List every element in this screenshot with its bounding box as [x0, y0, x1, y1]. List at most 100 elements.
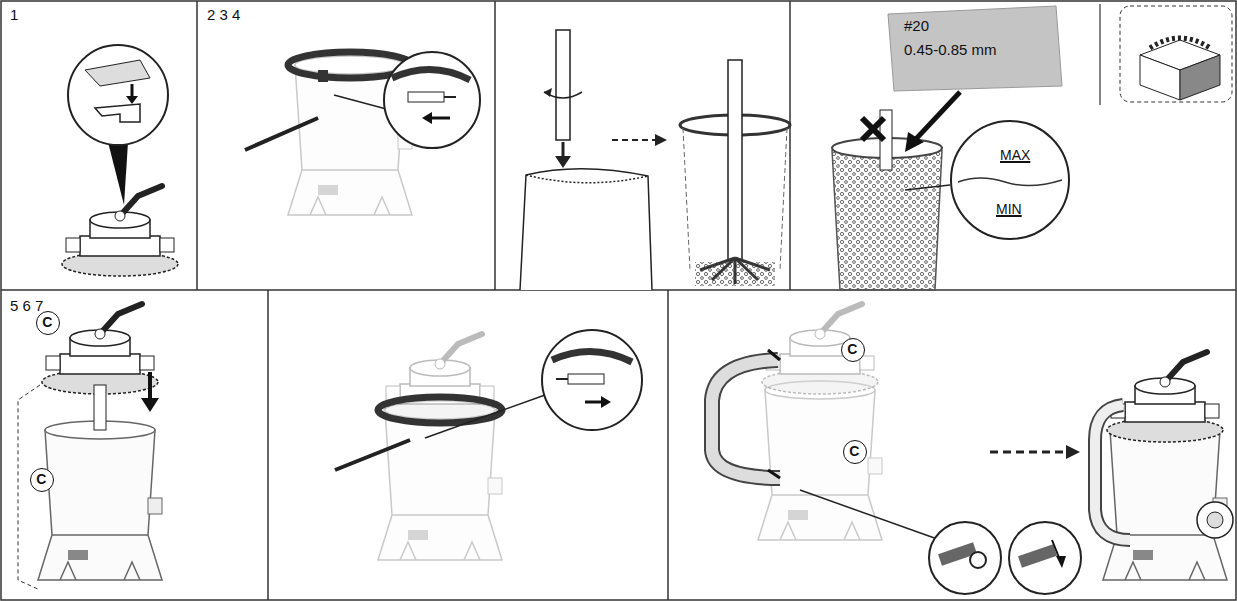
callout-circle: C	[841, 338, 865, 362]
clamp-removal-step-part	[245, 118, 318, 150]
clamp-removal-step-part	[408, 92, 444, 102]
hose-connect-step-part	[1103, 421, 1227, 580]
circle-outline	[950, 120, 1070, 240]
clamp-removal-step-part	[384, 52, 480, 148]
callout-letter: C	[42, 315, 52, 330]
clamp-fasten-step-part	[378, 397, 502, 423]
callout-circle: C	[30, 468, 54, 492]
water-level-line	[958, 178, 1062, 186]
hose-connect-step-part	[758, 381, 882, 540]
hose-connect-step-part	[712, 360, 780, 478]
lateral-pipe-step-part	[544, 88, 552, 97]
lateral-pipe-step-part	[520, 169, 652, 290]
bag-text: #20	[904, 18, 929, 35]
clamp-fasten-step-part	[585, 401, 603, 404]
hose-connect-step-part	[970, 552, 986, 568]
hose-connect-step-part	[768, 470, 780, 478]
hose-connect-step-part	[800, 490, 940, 540]
lateral-pipe-step-part	[556, 30, 570, 140]
lateral-pipe-step-part	[555, 156, 571, 168]
clamp-fasten-step-part	[568, 374, 604, 384]
valve-mount-step-part	[42, 304, 158, 394]
hose-connect-step-part	[1020, 550, 1055, 562]
sand-fill-step-part	[1150, 38, 1210, 48]
clamp-removal-step-part	[392, 69, 470, 80]
hose-connect-step-part	[1056, 556, 1066, 568]
panel-frame-part	[267, 290, 269, 600]
hose-connect-step-part	[1207, 512, 1223, 528]
sand-fill-step-part	[905, 185, 950, 190]
sand-fill-step-part	[1120, 6, 1232, 102]
lateral-pipe-step	[520, 30, 790, 290]
callout-circle: C	[36, 311, 60, 335]
clamp-removal-step-part	[334, 95, 390, 110]
panel-frame-part	[667, 290, 669, 600]
callout-circle: C	[843, 440, 867, 464]
level-mark: MAX	[1000, 148, 1030, 163]
valve-mount-step-part	[38, 421, 162, 580]
hose-connect-step-part	[1107, 352, 1223, 442]
lateral-pipe-step-part	[695, 262, 775, 286]
hose-connect-step-part	[1095, 405, 1130, 540]
magnifier-circle	[951, 121, 1069, 239]
valve-clip-step-part	[108, 142, 128, 205]
clamp-fasten-step-part	[601, 396, 611, 408]
valve-mount-step-part	[94, 385, 106, 430]
bag-text: 0.45-0.85 mm	[904, 42, 997, 59]
valve-mount-step-part	[141, 398, 159, 412]
clamp-fasten-step	[335, 330, 642, 560]
lateral-pipe-step-part	[655, 134, 667, 146]
panel-frame-part	[789, 1, 791, 290]
valve-clip-step-part	[95, 104, 140, 122]
valve-mount-step-part	[148, 372, 152, 400]
lateral-pipe-step-part	[526, 175, 648, 183]
clamp-fasten-step-part	[382, 334, 498, 424]
step-number: 5 6 7	[10, 298, 43, 315]
sand-fill-step	[832, 4, 1232, 290]
hose-connect-step-part	[1066, 445, 1080, 459]
valve-clip-step	[62, 45, 178, 276]
clamp-fasten-step-part	[335, 440, 410, 470]
valve-clip-step-part	[85, 60, 150, 86]
valve-clip-step-part	[68, 45, 168, 145]
clamp-fasten-step-part	[542, 330, 642, 430]
hose-connect-step-part	[990, 451, 1068, 454]
hose-connect-step	[712, 304, 1233, 594]
clamp-fasten-step-part	[425, 395, 545, 438]
sand-fill-step-part	[1180, 55, 1220, 100]
clamp-removal-step	[245, 52, 480, 215]
step-number: 1	[10, 7, 18, 24]
hose-connect-step-part	[712, 360, 780, 478]
level-mark: MIN	[996, 202, 1022, 217]
bag-shape	[888, 6, 1062, 91]
hose-connect-step-part	[762, 304, 878, 394]
callout-letter: C	[849, 444, 859, 459]
sand-fill-step-part	[862, 118, 884, 140]
valve-clip-step-part	[131, 84, 134, 98]
hose-connect-step-part	[768, 350, 780, 360]
lateral-pipe-step-part	[562, 142, 565, 158]
panel-frame-part	[196, 1, 198, 290]
clamp-removal-step-part	[430, 117, 450, 120]
callout-letter: C	[847, 342, 857, 357]
sand-fill-step-part	[1140, 55, 1180, 100]
callout-letter: C	[36, 472, 46, 487]
clamp-removal-step-part	[422, 112, 432, 124]
clamp-removal-step-part	[300, 118, 318, 126]
clamp-fasten-step-part	[556, 378, 568, 380]
lateral-pipe-step-part	[612, 139, 655, 141]
level-magnifier: MAX MIN	[950, 120, 1070, 240]
sand-fill-step-part	[1099, 4, 1100, 105]
sand-bag: #20 0.45-0.85 mm	[884, 4, 1064, 92]
clamp-removal-step-part	[318, 70, 328, 82]
step-number: 2 3 4	[207, 7, 240, 24]
clamp-removal-step-part	[444, 96, 456, 98]
lateral-pipe-step-part	[728, 60, 742, 260]
sand-fill-step-part	[832, 150, 942, 290]
hose-connect-step-part	[1197, 502, 1233, 538]
valve-clip-step-part	[126, 96, 138, 104]
